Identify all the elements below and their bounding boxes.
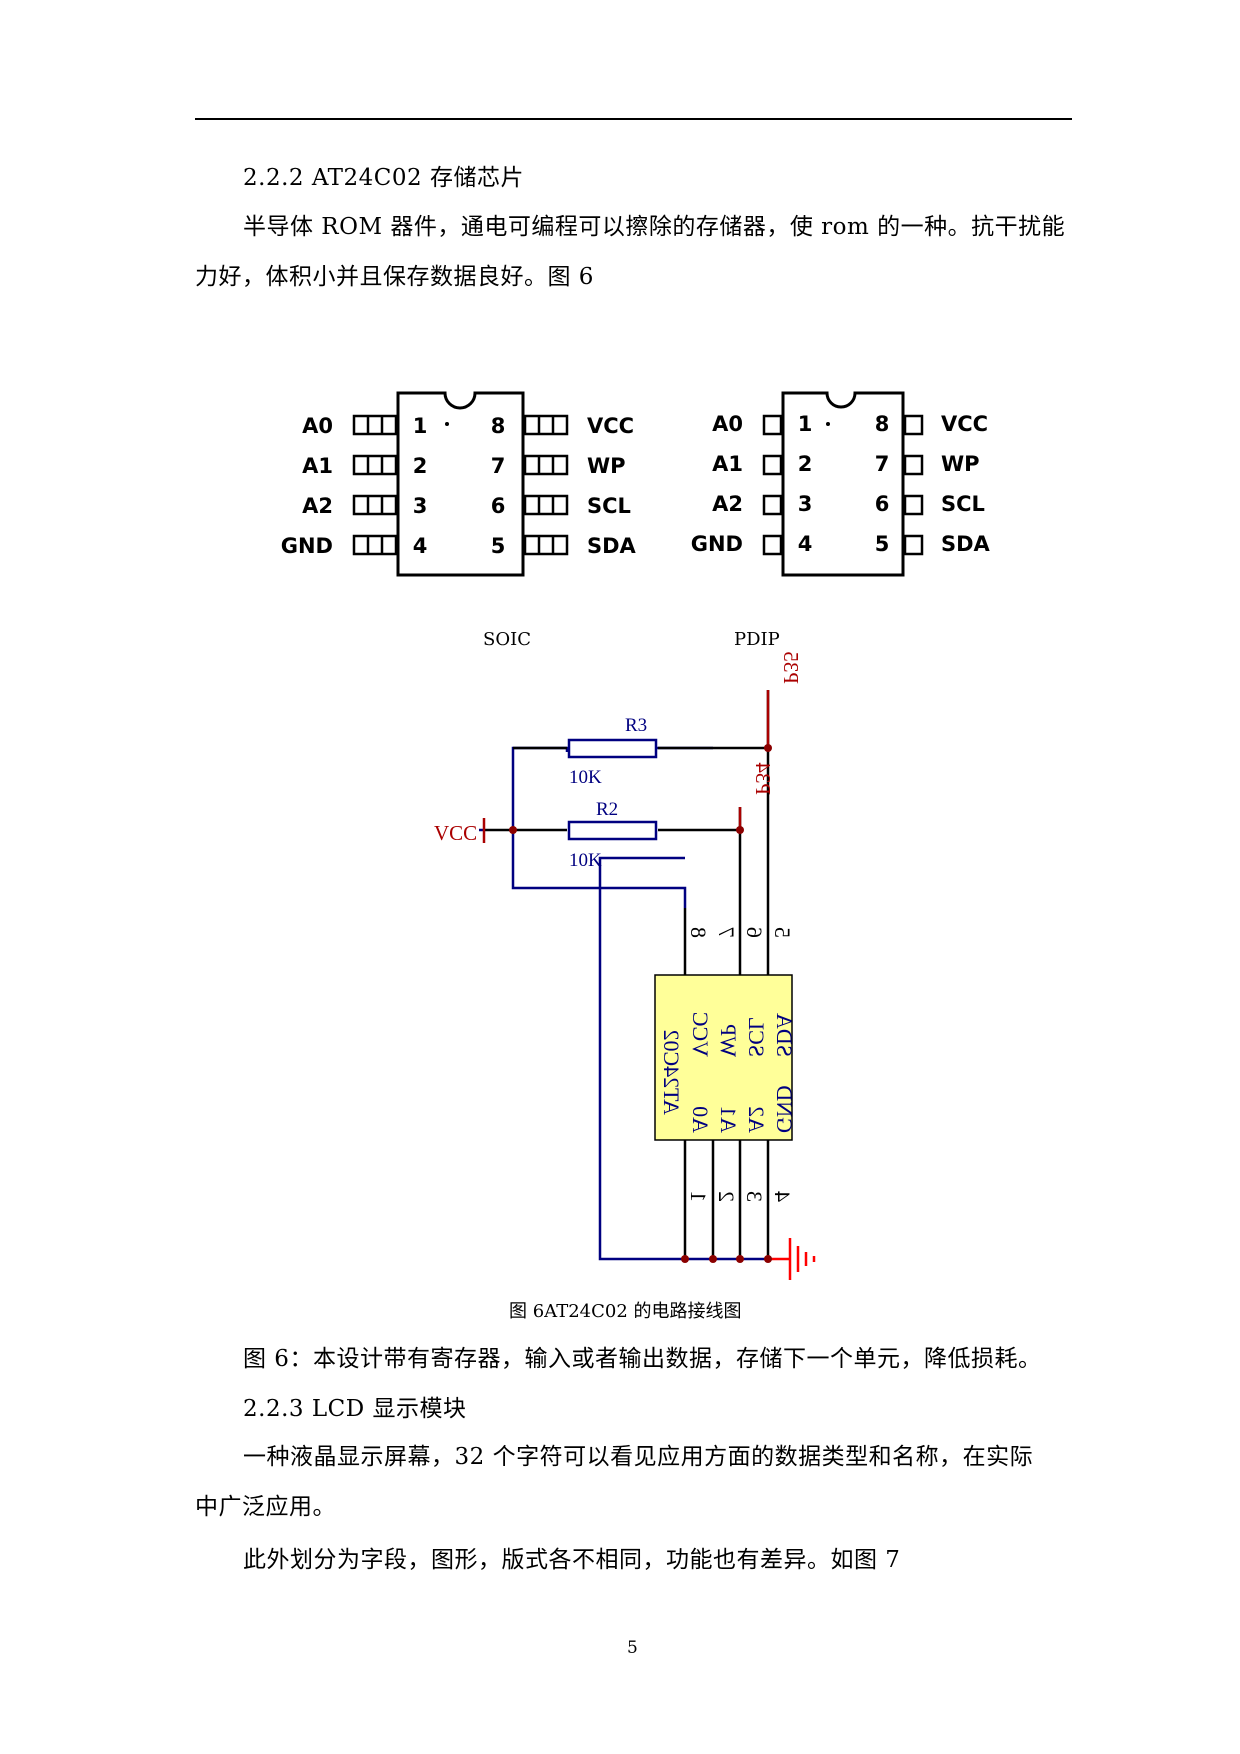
- pdip-pin-num-8: 8: [875, 412, 890, 436]
- soic-pin-a0: A0: [302, 414, 333, 438]
- pdip-pin-a1: A1: [712, 452, 743, 476]
- pdip-pin-gnd: GND: [691, 532, 743, 556]
- chip-pin-scl: SCL: [744, 1017, 769, 1057]
- soic-package: A0 A1 A2 GND 1 2 3 4 8 7 6 5 VCC WP SCL …: [281, 391, 637, 577]
- net-p34-label: P34: [751, 762, 775, 795]
- r2-label: R2: [596, 799, 618, 820]
- pdip-pin-num-6: 6: [875, 492, 890, 516]
- soic-pin-num-5: 5: [491, 534, 506, 558]
- pdip-pin-wp: WP: [941, 452, 980, 476]
- pdip-pin-num-5: 5: [875, 532, 890, 556]
- figure-6-caption: 图 6AT24C02 的电路接线图: [509, 1301, 742, 1322]
- r2-value: 10K: [569, 850, 602, 871]
- section-heading-2-2-3: 2.2.3 LCD 显示模块: [243, 1396, 467, 1422]
- soic-pin-num-4: 4: [413, 534, 428, 558]
- figure-6-description: 图 6：本设计带有寄存器，输入或者输出数据，存储下一个单元，降低损耗。: [243, 1346, 1042, 1372]
- paragraph-3: 此外划分为字段，图形，版式各不相同，功能也有差异。如图 7: [243, 1547, 901, 1573]
- label-soic: SOIC: [483, 629, 531, 650]
- pdip-pin-num-7: 7: [875, 452, 890, 476]
- soic-pin-scl: SCL: [587, 494, 631, 518]
- paragraph-2-line-1: 一种液晶显示屏幕，32 个字符可以看见应用方面的数据类型和名称，在实际: [243, 1444, 1034, 1470]
- chip-pin-vcc: VCC: [688, 1012, 713, 1057]
- chip-pin-a0: A0: [688, 1106, 713, 1133]
- pin-num-6: 6: [742, 927, 767, 938]
- pin-num-4: 4: [770, 1191, 795, 1202]
- pdip-pin-sda: SDA: [941, 532, 991, 556]
- chip-name: AT24C02: [659, 1029, 684, 1115]
- pdip-pin-num-1: 1: [798, 412, 813, 436]
- pdip-pin-a2: A2: [712, 492, 743, 516]
- pdip-pin-scl: SCL: [941, 492, 985, 516]
- soic-pin-gnd: GND: [281, 534, 333, 558]
- soic-pin-a1: A1: [302, 454, 333, 478]
- pdip-pin-a0: A0: [712, 412, 743, 436]
- pin-num-3: 3: [742, 1191, 767, 1202]
- soic-pin-num-2: 2: [413, 454, 428, 478]
- paragraph-2-line-2: 中广泛应用。: [195, 1494, 336, 1520]
- chip-pin-wp: WP: [716, 1024, 741, 1057]
- soic-pin-a2: A2: [302, 494, 333, 518]
- junction-dots: [509, 744, 772, 1263]
- r3-value: 10K: [569, 767, 602, 788]
- section-heading-2-2-2: 2.2.2 AT24C02 存储芯片: [243, 165, 524, 191]
- chip-pin-gnd: GND: [772, 1085, 797, 1133]
- header-rule: [195, 118, 1072, 120]
- paragraph-1-line-1: 半导体 ROM 器件，通电可编程可以擦除的存储器，使 rom 的一种。抗干扰能: [243, 214, 1066, 240]
- pin-num-7: 7: [714, 927, 739, 938]
- soic-pin-sda: SDA: [587, 534, 637, 558]
- pin-num-2: 2: [714, 1191, 739, 1202]
- wires-black: [484, 690, 770, 1259]
- label-pdip: PDIP: [734, 629, 780, 650]
- ground-symbol: [768, 1238, 816, 1280]
- pin-num-5: 5: [770, 927, 795, 938]
- soic-pin-num-3: 3: [413, 494, 428, 518]
- pin-num-8: 8: [686, 927, 711, 938]
- soic-pin-num-8: 8: [491, 414, 506, 438]
- pdip-pin-num-2: 2: [798, 452, 813, 476]
- soic-pin-num-6: 6: [491, 494, 506, 518]
- pdip-pin-num-3: 3: [798, 492, 813, 516]
- vcc-label: VCC: [434, 821, 477, 845]
- chip-pin-a1: A1: [716, 1106, 741, 1133]
- pdip-package: A0 A1 A2 GND 1 2 3 4 8 7 6 5 VCC WP SCL …: [691, 391, 991, 577]
- package-pinout-figure: A0 A1 A2 GND 1 2 3 4 8 7 6 5 VCC WP SCL …: [281, 391, 991, 577]
- pin-num-1: 1: [686, 1191, 711, 1202]
- pdip-pin-vcc: VCC: [941, 412, 988, 436]
- chip-body: [654, 974, 793, 1141]
- net-p35-label: P35: [779, 651, 803, 684]
- resistor-r2: [567, 820, 658, 841]
- at24c02-schematic: R3 10K R2 10K VCC P35 P34 AT24C02 VCC WP…: [434, 651, 816, 1280]
- soic-pin-wp: WP: [587, 454, 626, 478]
- page-number: 5: [627, 1638, 638, 1658]
- soic-pin-num-1: 1: [413, 414, 428, 438]
- soic-pin-vcc: VCC: [587, 414, 634, 438]
- paragraph-1-line-2: 力好，体积小并且保存数据良好。图 6: [195, 264, 594, 290]
- chip-pin-sda: SDA: [772, 1013, 797, 1057]
- pdip-pin-num-4: 4: [798, 532, 813, 556]
- chip-pin-a2: A2: [744, 1106, 769, 1133]
- soic-pin-num-7: 7: [491, 454, 506, 478]
- resistor-r3: [567, 738, 658, 759]
- r3-label: R3: [625, 715, 647, 736]
